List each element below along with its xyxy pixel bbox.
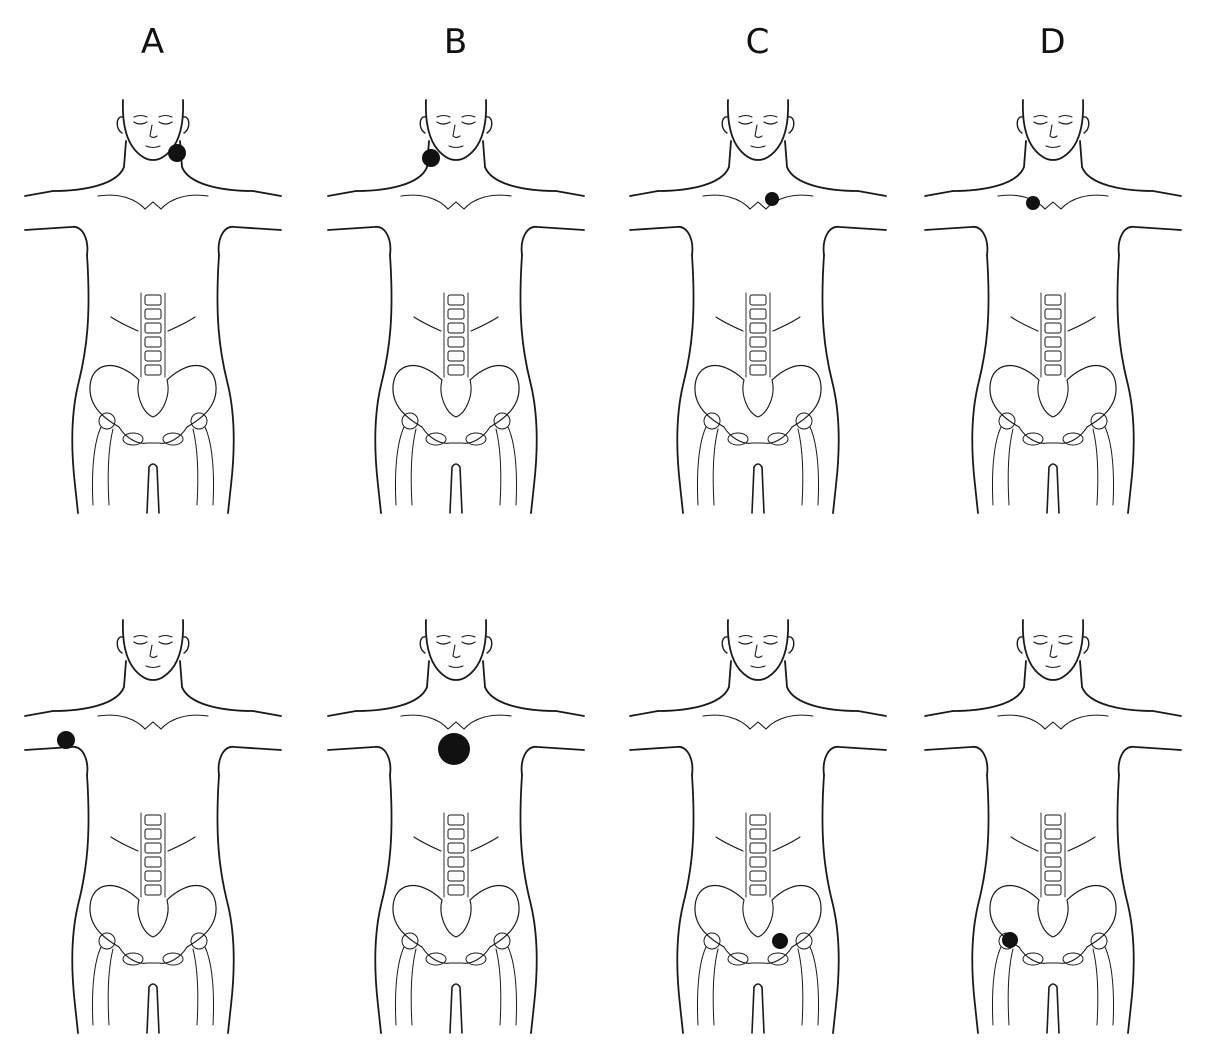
- location-marker: [1026, 196, 1040, 210]
- location-marker: [438, 733, 470, 765]
- location-marker: [57, 731, 75, 749]
- body-figure: [328, 620, 584, 1033]
- location-marker: [1002, 932, 1018, 948]
- body-figure: [25, 620, 281, 1033]
- location-marker: [168, 144, 186, 162]
- body-figure: [328, 100, 584, 513]
- location-marker: [422, 149, 440, 167]
- body-figure: [925, 620, 1181, 1033]
- body-figure: [630, 620, 886, 1033]
- body-figure: [925, 100, 1181, 513]
- body-figure: [630, 100, 886, 513]
- location-marker: [772, 933, 788, 949]
- body-figure: [25, 100, 281, 513]
- location-marker: [765, 192, 779, 206]
